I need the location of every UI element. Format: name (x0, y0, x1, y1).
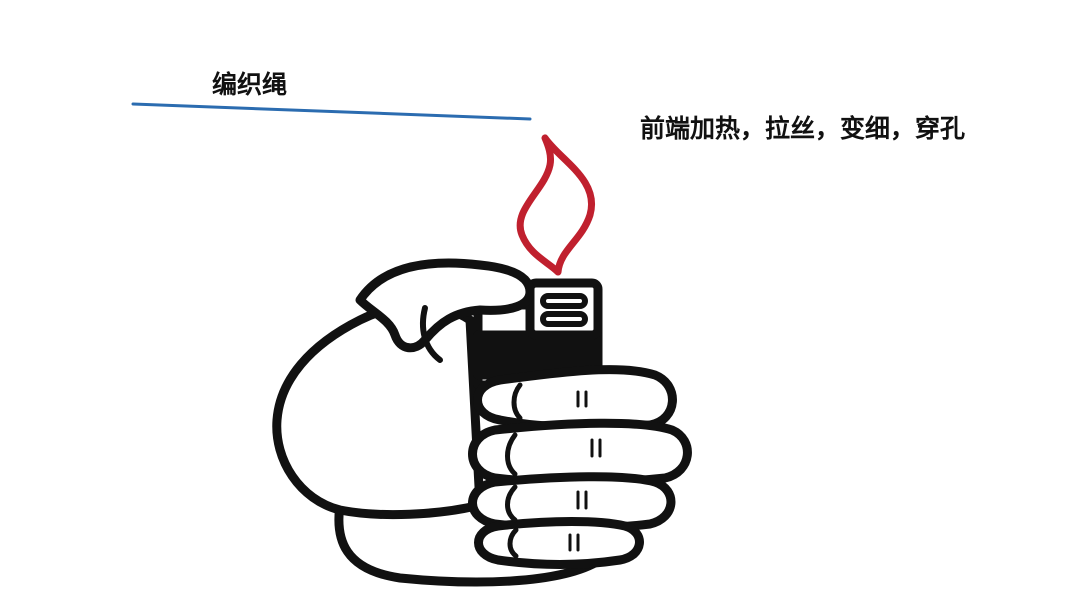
braided-rope-line (131, 102, 532, 121)
hand-holding-lighter-icon (272, 258, 692, 587)
flame-icon (516, 134, 596, 276)
process-description-label: 前端加热，拉丝，变细，穿孔 (640, 114, 966, 143)
rope-label: 编织绳 (212, 70, 288, 99)
